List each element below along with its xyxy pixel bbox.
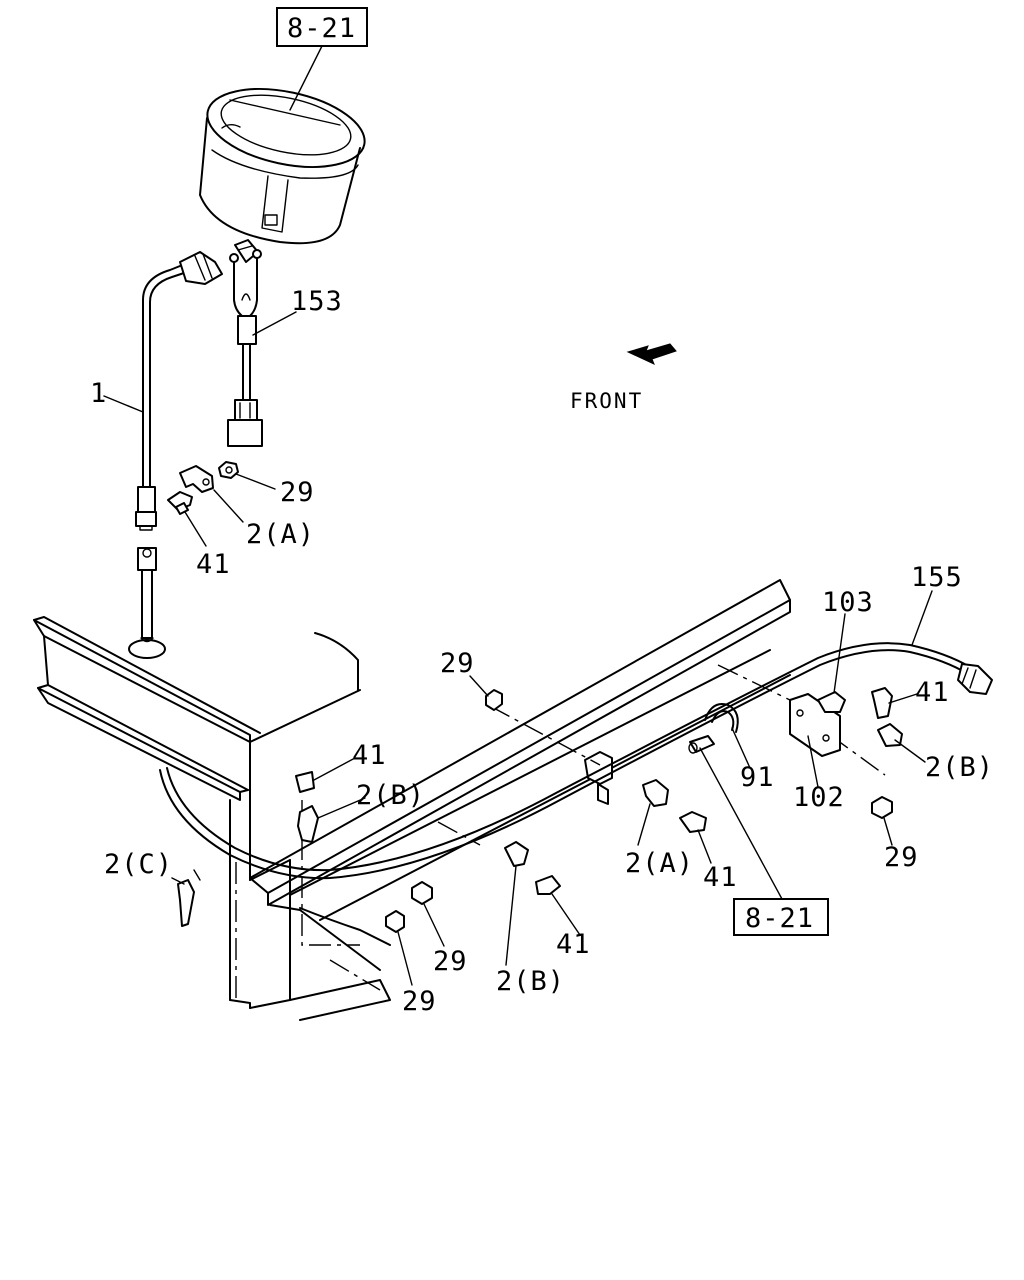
reference-box-top: 8-21 [276,7,368,111]
long-cable [159,642,993,880]
label-part-41-right: 41 [915,677,950,708]
front-label: FRONT [570,389,643,413]
reference-box-bottom: 8-21 [699,747,829,936]
label-part-103: 103 [822,587,874,618]
label-part-29-lower-b: 29 [402,986,437,1017]
middle-fasteners [177,689,707,933]
label-part-2b-right: 2(B) [925,752,994,783]
label-part-91: 91 [740,762,775,793]
chassis-frame [33,579,791,1021]
driven-gear-sensor [128,547,166,659]
label-part-1: 1 [90,378,107,409]
label-part-41-lower: 41 [556,929,591,960]
label-part-29-right: 29 [884,842,919,873]
label-part-2a-middle: 2(A) [625,848,694,879]
label-part-41-left: 41 [352,740,387,771]
label-part-41-middle: 41 [703,862,738,893]
label-part-41-upper: 41 [196,549,231,580]
reference-label-bottom: 8-21 [745,903,814,934]
grommet-and-sleeve [688,703,739,754]
label-part-29-lower-a: 29 [433,946,468,977]
front-arrow: FRONT [570,343,677,413]
label-part-2b-lower: 2(B) [496,966,565,997]
leader-lines [103,311,933,986]
reference-label-top: 8-21 [287,13,356,44]
label-part-155: 155 [911,562,963,593]
speedometer-cable [135,251,223,531]
wire-harness [227,249,263,447]
speedometer-gauge [199,88,366,245]
clamp-upper [167,461,239,515]
label-part-29-middle: 29 [440,648,475,679]
label-part-2b-left: 2(B) [356,780,425,811]
label-part-2a-upper: 2(A) [246,519,315,550]
label-part-102: 102 [793,782,845,813]
front-arrow-icon [626,343,677,365]
label-part-2c: 2(C) [104,849,173,880]
label-part-153: 153 [291,286,343,317]
label-part-29-upper: 29 [280,477,315,508]
part-labels: 1 153 29 2(A) 41 155 103 41 2(B) 102 29 … [90,286,994,1017]
bracket-right [789,687,903,819]
